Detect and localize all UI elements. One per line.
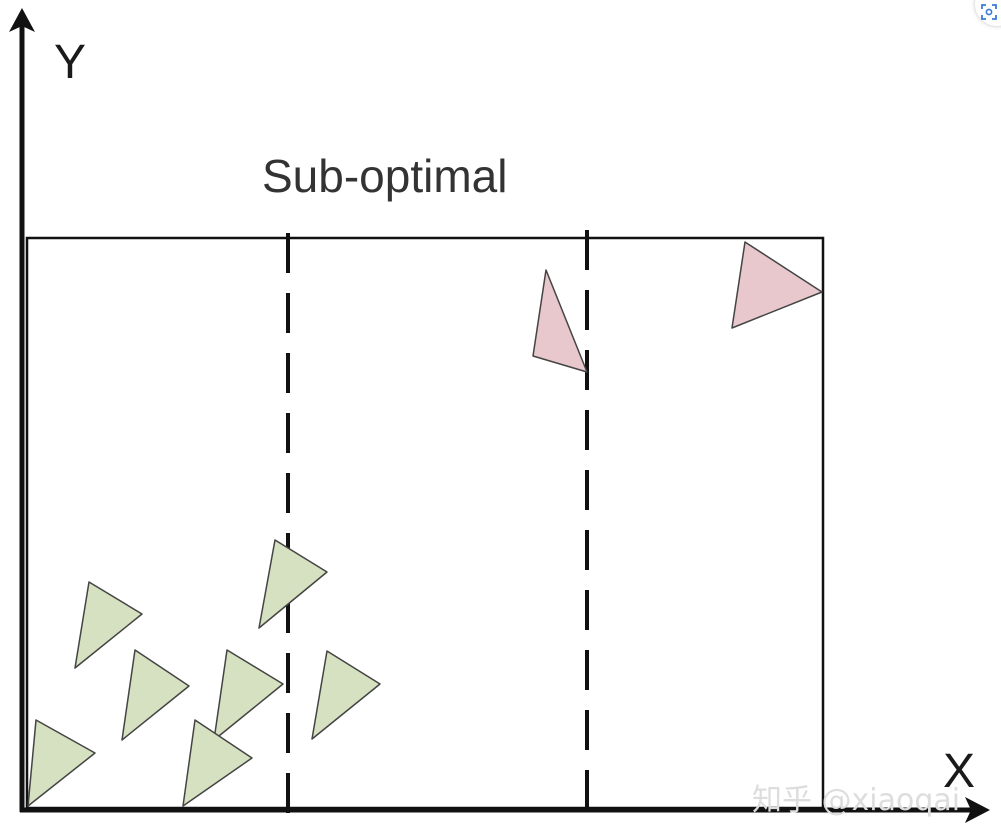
- image-search-icon: [981, 4, 997, 20]
- red-triangle: [731, 241, 823, 329]
- y-axis-label: Y: [54, 36, 86, 89]
- x-axis-arrowhead: [965, 797, 990, 823]
- watermark: 知乎 @xiaoqai: [752, 783, 960, 818]
- green-triangle: [258, 539, 328, 629]
- green-triangle: [182, 719, 253, 807]
- bounding-box: [25, 236, 825, 810]
- green-triangle: [121, 649, 190, 741]
- green-triangle: [27, 719, 96, 807]
- green-triangle: [74, 581, 143, 669]
- x-axis-label: X: [943, 745, 975, 798]
- region-title: Sub-optimal: [262, 150, 507, 202]
- green-triangle: [213, 649, 284, 741]
- red-triangle: [532, 269, 588, 373]
- y-axis-arrowhead: [9, 8, 35, 32]
- red-triangle-group: [532, 241, 823, 373]
- green-triangle-group: [27, 539, 381, 807]
- green-triangle: [311, 650, 381, 740]
